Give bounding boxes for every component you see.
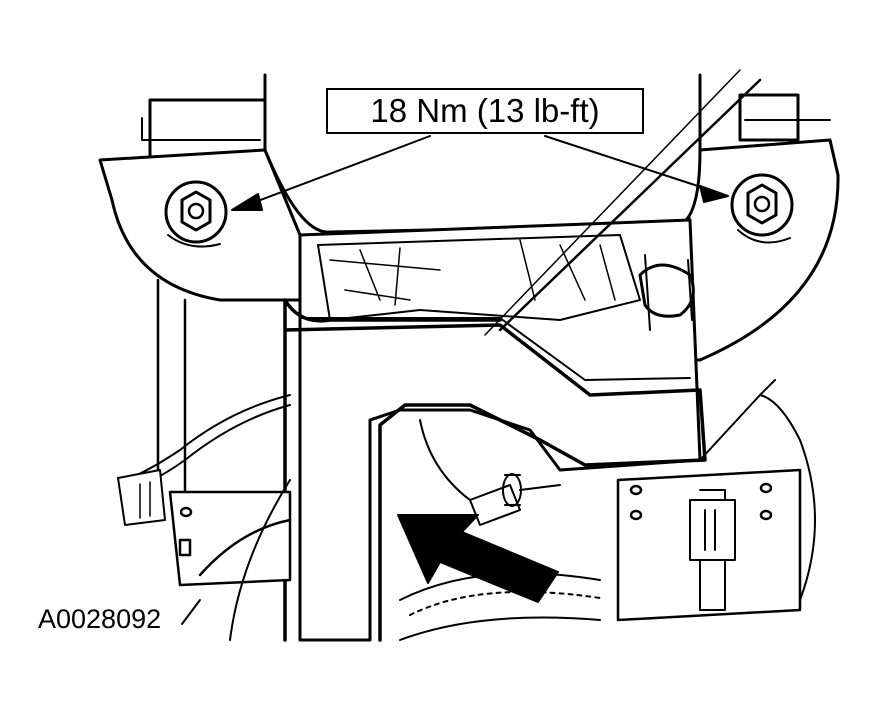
shift-cable: [498, 78, 762, 332]
left-wire-harness: [117, 394, 291, 526]
cable-grommet: [638, 254, 695, 331]
left-bolt-rotation-arc: [167, 234, 221, 248]
torque-callout: 18 Nm (13 lb-ft): [326, 88, 644, 134]
direction-arrow: [397, 514, 559, 603]
figure-number: A0028092: [38, 604, 162, 634]
right-bolt: [730, 173, 794, 237]
lower-left-plate: [168, 490, 292, 587]
callout-leader-lines: [231, 135, 729, 211]
instrument-opening: [298, 218, 702, 642]
left-bolt: [164, 180, 228, 244]
electrical-connector: [689, 489, 736, 611]
lower-body-left: [229, 479, 291, 641]
lower-body-right: [759, 394, 816, 601]
upper-bracket-right: [738, 93, 831, 142]
mounting-wing-right: [678, 138, 840, 362]
right-bolt-rotation-arc: [737, 229, 791, 244]
shaft-gear: [419, 419, 561, 526]
figure-id-leader: [181, 599, 201, 625]
